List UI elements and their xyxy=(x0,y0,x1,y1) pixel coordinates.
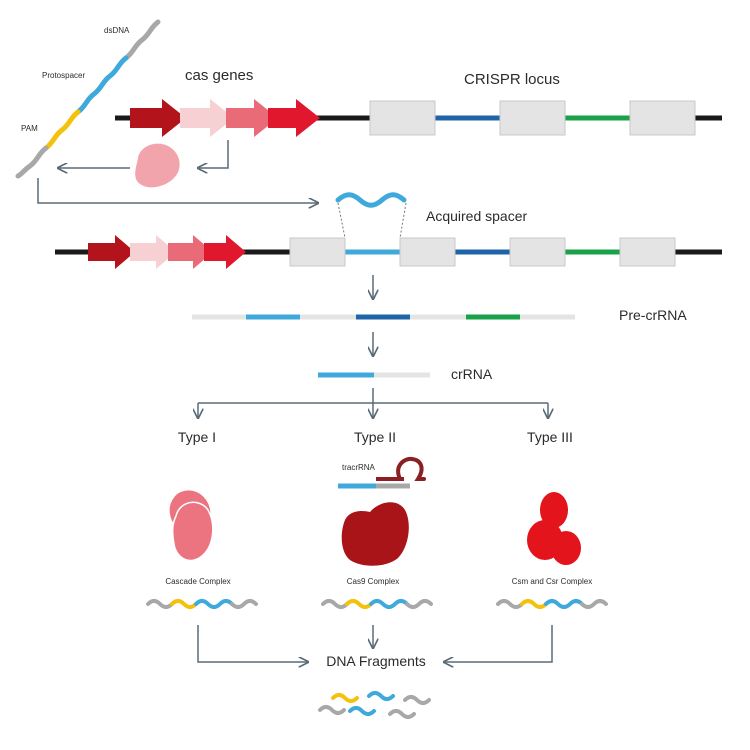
csm-csr-complex-shape xyxy=(527,492,581,565)
repeat-box xyxy=(289,237,346,267)
repeat-box xyxy=(509,237,566,267)
cas9-complex-shape xyxy=(341,502,409,566)
cas-gene-arrow xyxy=(168,235,213,269)
acquired-spacer-fragment xyxy=(335,192,407,239)
pam-label: PAM xyxy=(21,124,38,133)
dna-fragments-pieces xyxy=(318,691,431,719)
cas9-complex-label: Cas9 Complex xyxy=(346,577,400,586)
cas-gene-arrow xyxy=(268,99,320,137)
cas-gene-arrow xyxy=(130,99,186,137)
cas-gene-arrow xyxy=(88,235,135,269)
crispr-locus-row-2 xyxy=(55,235,722,269)
type-2-label: Type II xyxy=(353,429,397,445)
target-dna-type3 xyxy=(496,599,608,609)
protospacer-label: Protospacer xyxy=(42,71,86,80)
incoming-dsdna xyxy=(15,19,161,179)
repeat-box xyxy=(369,100,436,136)
cas-genes-label: cas genes xyxy=(185,67,254,84)
crispr-locus-row-1 xyxy=(115,99,722,137)
repeat-box xyxy=(629,100,696,136)
cas-protein-blob xyxy=(135,143,180,188)
tracrrna-label: tracrRNA xyxy=(342,463,375,472)
pre-crrna-label: Pre-crRNA xyxy=(619,307,687,323)
csm-csr-complex-label: Csm and Csr Complex xyxy=(511,577,593,586)
target-dna-type1 xyxy=(146,599,258,609)
cascade-complex-label: Cascade Complex xyxy=(165,577,231,586)
target-dna-type2 xyxy=(321,599,433,609)
cas-gene-arrow xyxy=(130,235,176,269)
repeat-box xyxy=(399,237,456,267)
cleavage-connectors xyxy=(197,625,553,662)
cas-gene-arrow xyxy=(180,99,234,137)
acquired-spacer-label: Acquired spacer xyxy=(426,208,528,224)
type-branch-connectors xyxy=(198,388,548,418)
repeat-box xyxy=(499,100,566,136)
cascade-complex-shape xyxy=(169,490,214,562)
adaptation-connectors xyxy=(37,140,318,203)
cas-gene-arrow xyxy=(226,99,278,137)
repeat-box xyxy=(619,237,676,267)
cas-gene-arrow xyxy=(204,235,246,269)
dna-fragments-label: DNA Fragments xyxy=(326,653,426,669)
crispr-locus-label: CRISPR locus xyxy=(464,71,560,88)
type-3-label: Type III xyxy=(527,429,573,445)
dsdna-label: dsDNA xyxy=(104,26,130,35)
tracrrna-structure xyxy=(338,456,426,489)
type-1-label: Type I xyxy=(177,429,217,445)
crrna-label: crRNA xyxy=(451,366,493,382)
